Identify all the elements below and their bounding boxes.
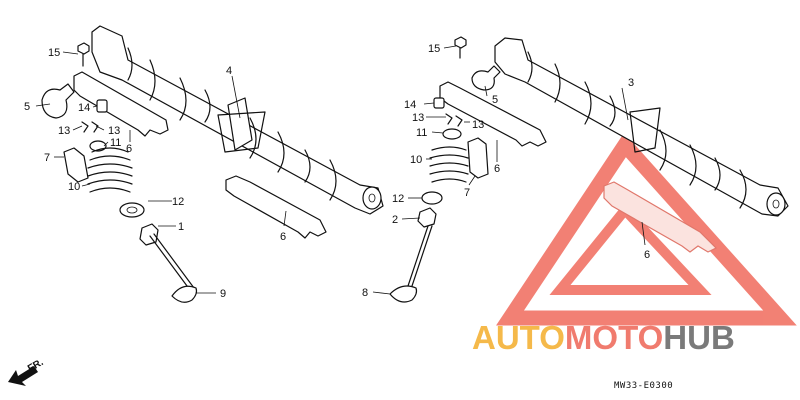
- left-valve-train-parts: [41, 42, 327, 303]
- drawing-code: MW33-E0300: [614, 381, 673, 391]
- left-camshaft: [91, 25, 384, 215]
- callout-15-right: 15: [428, 43, 440, 55]
- callout-12-right: 12: [392, 193, 404, 205]
- callout-11-right: 11: [416, 127, 427, 139]
- watermark-text: AUTOMOTOHUB: [472, 319, 735, 356]
- callout-15-left: 15: [48, 47, 60, 59]
- callout-13-right-b: 13: [472, 119, 484, 131]
- callout-6-right-mid: 6: [494, 163, 500, 175]
- callout-11-left: 11: [110, 137, 121, 149]
- right-valve-train-parts: [389, 36, 718, 303]
- callout-7-left: 7: [44, 152, 50, 164]
- front-direction-label: FR.: [26, 357, 46, 375]
- callout-13-left-b: 13: [108, 125, 120, 137]
- callout-3: 3: [628, 77, 634, 89]
- callout-10-right: 10: [410, 154, 422, 166]
- right-camshaft: [494, 37, 789, 217]
- callout-4: 4: [226, 65, 232, 77]
- callout-13-left-a: 13: [58, 125, 70, 137]
- callout-13-right-a: 13: [412, 112, 424, 124]
- watermark-moto: MOTO: [565, 319, 663, 356]
- callout-labels: 15 4 5 14 6 13 13 11 7 10 12 1 6 9 15 5 …: [24, 43, 650, 300]
- watermark-triangle: [496, 132, 797, 326]
- callout-8: 8: [362, 287, 368, 299]
- callout-9: 9: [220, 288, 226, 300]
- callout-12-left: 12: [172, 196, 184, 208]
- callout-5-right: 5: [492, 94, 498, 106]
- callout-6-right-bottom: 6: [644, 249, 650, 261]
- callout-6-left-bottom: 6: [280, 231, 286, 243]
- callout-7-right: 7: [464, 187, 470, 199]
- callout-6-left-top: 6: [126, 143, 132, 155]
- front-direction-indicator: FR.: [8, 357, 46, 386]
- callout-14-left: 14: [78, 102, 90, 114]
- leader-lines: [35, 45, 646, 295]
- watermark-hub: HUB: [663, 319, 735, 356]
- callout-2: 2: [392, 214, 398, 226]
- front-arrow-icon: [8, 366, 38, 386]
- svg-text:AUTOMOTOHUB: AUTOMOTOHUB: [472, 319, 735, 356]
- callout-14-right: 14: [404, 99, 416, 111]
- callout-10-left: 10: [68, 181, 80, 193]
- callout-1: 1: [178, 221, 184, 233]
- watermark-auto: AUTO: [472, 319, 565, 356]
- callout-5-left: 5: [24, 101, 30, 113]
